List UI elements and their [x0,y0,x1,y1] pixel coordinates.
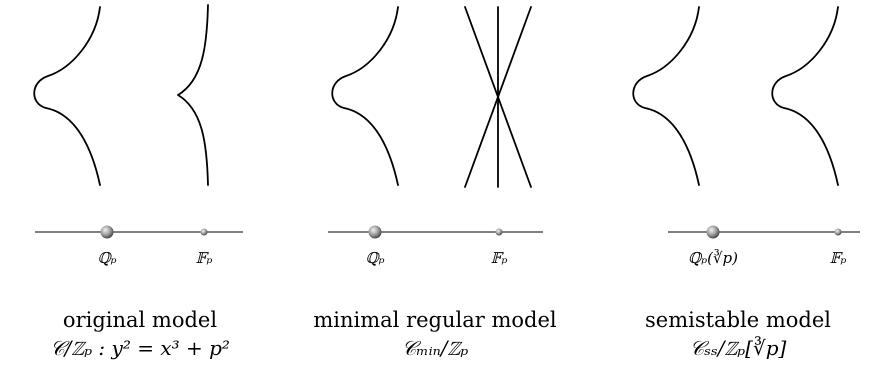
three-lines-special-fiber [464,6,532,188]
generic-point [100,225,114,239]
generic-point-label: ℚₚ [97,249,116,267]
generic-point [706,225,720,239]
special-point-label: 𝔽ₚ [196,249,213,267]
caption-original-model: original model 𝒞/ℤₚ : y² = x³ + p² [10,306,270,362]
special-point [495,228,503,236]
smooth-special-fiber [771,6,839,186]
panel-title: original model [62,308,218,332]
cusp-special-fiber [177,4,209,186]
special-fiber-line [464,6,532,188]
model-formula: 𝒞/ℤₚ : y² = x³ + p² [50,336,230,360]
panel-title: semistable model [645,308,831,332]
panel-original-model: ℚₚ 𝔽ₚ [33,4,243,267]
model-formula: 𝒞ₘᵢₙ/ℤₚ [401,336,469,360]
model-formula: 𝒞ₛₛ/ℤₚ[∛p] [689,336,787,360]
special-point-label: 𝔽ₚ [830,249,847,267]
special-point-label: 𝔽ₚ [491,249,508,267]
generic-fiber-curve [632,6,700,186]
generic-point [368,225,382,239]
special-point [200,228,208,236]
panel-title: minimal regular model [313,308,557,332]
panel-minimal-regular-model: ℚₚ 𝔽ₚ [328,6,543,267]
generic-fiber-curve [331,6,399,186]
caption-minimal-regular-model: minimal regular model 𝒞ₘᵢₙ/ℤₚ [305,306,565,362]
generic-fiber-curve [33,6,101,186]
panel-semistable-model: ℚₚ(∛p) 𝔽ₚ [632,6,860,267]
special-point [834,228,842,236]
generic-point-label: ℚₚ [365,249,384,267]
caption-semistable-model: semistable model 𝒞ₛₛ/ℤₚ[∛p] [608,306,868,362]
generic-point-label: ℚₚ(∛p) [688,249,738,267]
